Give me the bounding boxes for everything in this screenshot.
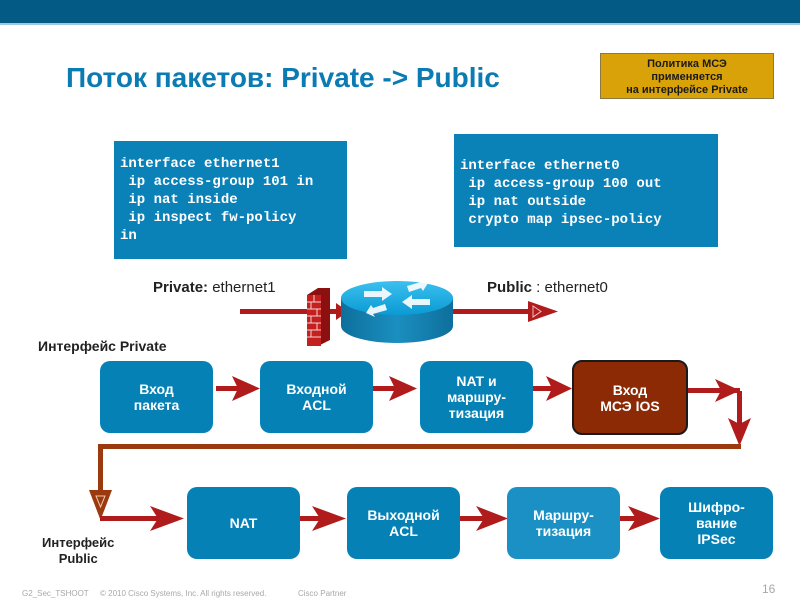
public-link-arrow — [453, 301, 558, 322]
note-line: на интерфейсе Private — [626, 84, 748, 96]
return-connector — [89, 444, 741, 520]
step-text: Входной — [286, 381, 347, 397]
step-text: Вход — [139, 381, 174, 397]
config-public-block: interface ethernet0 ip access-group 100 … — [454, 134, 718, 247]
step-text: Вход — [612, 381, 648, 398]
note-line: применяется — [651, 71, 723, 83]
step-text: ACL — [302, 397, 331, 413]
step-text: вание — [695, 515, 738, 531]
step-text: NAT и — [456, 373, 497, 389]
public-interface-label: Public : ethernet0 — [487, 279, 608, 296]
page-number: 16 — [762, 582, 776, 596]
private-interface-label: Private: ethernet1 — [153, 279, 276, 296]
step-text: NAT — [229, 515, 258, 531]
slide-title: Поток пакетов: Private -> Public — [66, 62, 500, 93]
flow-arrows-row2 — [100, 506, 660, 531]
flow-arrows-row1 — [216, 376, 751, 446]
step-routing: Маршру-тизация — [507, 487, 620, 559]
header-bar — [0, 0, 800, 25]
section-public-line: Public — [58, 551, 98, 566]
private-value: ethernet1 — [208, 279, 276, 296]
step-text: ACL — [389, 523, 418, 539]
step-text: маршру- — [447, 389, 506, 405]
router-icon — [341, 279, 453, 343]
section-public-label: Интерфейс Public — [42, 535, 114, 567]
step-nat: NAT — [187, 487, 300, 559]
step-text: тизация — [535, 523, 592, 539]
private-label: Private: — [153, 279, 209, 296]
footer-course: G2_Sec_TSHOOT — [22, 589, 89, 598]
footer-partner: Cisco Partner — [298, 589, 347, 598]
footer-copyright: © 2010 Cisco Systems, Inc. All rights re… — [100, 589, 267, 598]
firewall-icon — [307, 288, 330, 346]
policy-note: Политика МСЭ применяется на интерфейсе P… — [600, 53, 774, 99]
public-value: : ethernet0 — [532, 279, 608, 296]
step-text: тизация — [448, 405, 505, 421]
config-private-block: interface ethernet1 ip access-group 101 … — [114, 141, 347, 259]
note-line: Политика МСЭ — [647, 58, 727, 70]
section-private-label: Интерфейс Private — [38, 338, 167, 354]
step-text: Маршру- — [533, 507, 594, 523]
step-text: Выходной — [367, 507, 440, 523]
step-text: Шифро- — [688, 499, 745, 515]
step-text: МСЭ IOS — [600, 397, 660, 414]
step-text: IPSec — [697, 531, 736, 547]
section-public-line: Интерфейс — [42, 535, 115, 550]
step-text: пакета — [133, 397, 180, 413]
private-link-line — [240, 303, 348, 320]
public-label: Public — [487, 279, 533, 296]
